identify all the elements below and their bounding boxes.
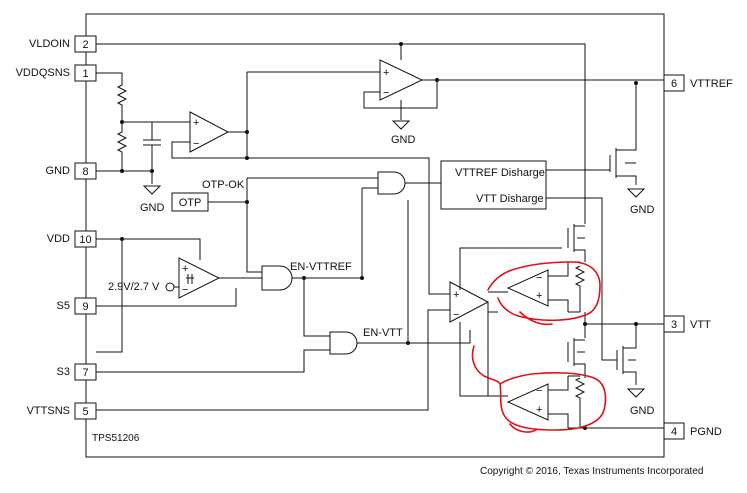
pin-vttref: 6 VTTREF	[663, 74, 733, 92]
minus-sign: −	[383, 87, 389, 99]
uvlo-threshold-label: 2.9V/2.7 V	[108, 281, 160, 293]
pin-vddqsns: VDDQSNS 1	[16, 64, 97, 82]
pin-number-1: 1	[82, 68, 88, 80]
plus-sign: +	[453, 289, 459, 301]
pin-label-s5: S5	[57, 300, 70, 312]
pin-label-gnd: GND	[46, 165, 71, 177]
uvlo-comparator: + −	[178, 257, 221, 299]
gnd-label-vtt: GND	[630, 405, 655, 417]
pin-vttsns: VTTSNS 5	[27, 402, 97, 420]
vttref-discharge-fet	[609, 83, 646, 198]
red-annotation-lower	[471, 345, 607, 433]
plus-sign: +	[182, 263, 188, 275]
device-name: TPS51206	[92, 433, 140, 444]
plus-sign: +	[536, 290, 542, 302]
minus-sign: −	[182, 284, 188, 296]
plus-sign: +	[536, 404, 542, 416]
pin-number-6: 6	[671, 78, 677, 90]
pin-gnd: GND 8	[46, 162, 97, 180]
otp-ok-label: OTP-OK	[202, 179, 245, 191]
gnd-label-buffer: GND	[391, 134, 416, 146]
plus-sign: +	[383, 67, 389, 79]
vttref-discharge-label: VTTREF Disharge	[455, 167, 545, 179]
pin-label-vldoin: VLDOIN	[29, 38, 70, 50]
vtt-discharge-fet	[616, 345, 646, 398]
pin-pgnd: 4 PGND	[663, 422, 722, 440]
ground-symbol-vddq: GND	[140, 185, 165, 214]
low-side-driver-amp: − +	[506, 383, 549, 421]
high-side-driver-amp: − +	[506, 269, 549, 307]
high-side-fet	[567, 224, 586, 262]
pin-number-7: 7	[82, 367, 88, 379]
and-gate-discharge	[377, 171, 406, 195]
minus-sign: −	[193, 138, 199, 150]
discharge-block: VTTREF Disharge VTT Disharge	[440, 160, 547, 210]
pin-number-9: 9	[82, 301, 88, 313]
pin-s5: S5 9	[57, 297, 97, 315]
vtt-error-amp: + −	[449, 281, 490, 323]
pin-label-pgnd: PGND	[690, 426, 722, 438]
and-gate-en-vttref	[261, 265, 293, 291]
pin-label-vdd: VDD	[47, 233, 70, 245]
pin-label-vddqsns: VDDQSNS	[16, 67, 70, 79]
vtt-discharge-label: VTT Disharge	[476, 193, 544, 205]
pin-number-3: 3	[671, 319, 677, 331]
and-gate-en-vtt	[329, 331, 358, 355]
plus-sign: +	[193, 117, 199, 129]
minus-sign: −	[536, 272, 542, 284]
low-side-fet	[567, 338, 586, 372]
vttref-buffer-amp: + −	[379, 59, 424, 101]
pin-number-4: 4	[671, 426, 677, 438]
copyright-text: Copyright © 2016, Texas Instruments Inco…	[480, 466, 703, 477]
en-vtt-label: EN-VTT	[363, 327, 403, 339]
pin-label-vttref: VTTREF	[690, 78, 733, 90]
pin-number-5: 5	[82, 406, 88, 418]
red-annotation-upper	[487, 261, 601, 326]
vddq-divider-amp: + −	[189, 111, 230, 153]
gnd-label-vttref: GND	[630, 204, 655, 216]
gnd-label-vddq: GND	[140, 202, 165, 214]
ground-symbol-buffer: GND	[391, 120, 416, 146]
pin-number-8: 8	[82, 166, 88, 178]
pin-label-vtt: VTT	[690, 319, 711, 331]
pin-number-10: 10	[79, 234, 91, 246]
pin-label-vttsns: VTTSNS	[27, 405, 70, 417]
otp-label: OTP	[179, 197, 202, 209]
pin-vdd: VDD 10	[47, 230, 97, 248]
pin-number-2: 2	[82, 39, 88, 51]
pin-label-s3: S3	[57, 366, 70, 378]
minus-sign: −	[536, 385, 542, 397]
otp-block: OTP	[171, 192, 209, 212]
en-vttref-label: EN-VTTREF	[290, 261, 352, 273]
pin-vtt: 3 VTT	[663, 315, 711, 333]
pin-s3: S3 7	[57, 363, 97, 381]
minus-sign: −	[453, 309, 459, 321]
pin-vldoin: VLDOIN 2	[29, 35, 97, 53]
